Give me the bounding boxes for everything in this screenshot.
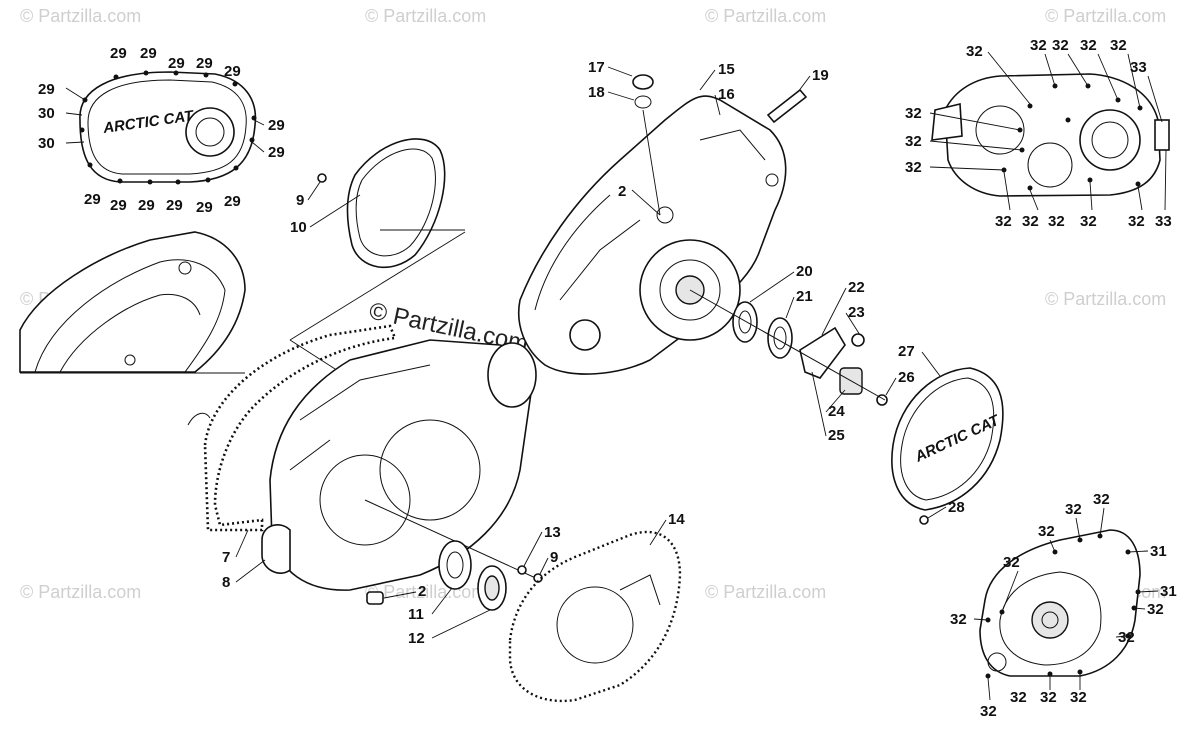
callout-31: 31 <box>1150 543 1167 560</box>
callout-25: 25 <box>828 427 845 444</box>
callout-23: 23 <box>848 304 865 321</box>
callout-32: 32 <box>1052 37 1069 54</box>
callout-29: 29 <box>196 55 213 72</box>
callout-2: 2 <box>618 183 626 200</box>
callout-29: 29 <box>110 197 127 214</box>
callout-29: 29 <box>196 199 213 216</box>
callout-20: 20 <box>796 263 813 280</box>
parts-15-19: 17 18 15 16 19 2 <box>588 59 829 216</box>
callout-29: 29 <box>84 191 101 208</box>
watermark: © Partzilla.com <box>1045 289 1166 309</box>
callout-32: 32 <box>1065 501 1082 518</box>
callout-19: 19 <box>812 67 829 84</box>
callout-32: 32 <box>1048 213 1065 230</box>
watermark: © Partzilla.com <box>20 582 141 602</box>
magneto-cover-27: ARCTIC CAT 27 28 <box>891 343 1004 525</box>
callout-29: 29 <box>140 45 157 62</box>
callout-32: 32 <box>966 43 983 60</box>
callout-32: 32 <box>1110 37 1127 54</box>
callout-32: 32 <box>1147 601 1164 618</box>
callout-22: 22 <box>848 279 865 296</box>
callout-32: 32 <box>1128 213 1145 230</box>
callout-32: 32 <box>1070 689 1087 706</box>
callout-29: 29 <box>224 193 241 210</box>
seals-11-12: 13 9 2 11 12 <box>383 524 561 647</box>
callout-18: 18 <box>588 84 605 101</box>
callout-17: 17 <box>588 59 605 76</box>
callout-31: 31 <box>1160 583 1177 600</box>
callout-7: 7 <box>222 549 230 566</box>
clutch-cover-gasket-10: 9 10 <box>289 138 466 386</box>
callout-11: 11 <box>408 606 424 623</box>
callout-29: 29 <box>38 81 55 98</box>
callout-32: 32 <box>1022 213 1039 230</box>
callout-30: 30 <box>38 105 55 122</box>
callout-29: 29 <box>224 63 241 80</box>
gasket-14: 14 <box>508 511 685 703</box>
inner-clutch-cover-partial <box>19 231 246 374</box>
clutch-housing-case <box>261 339 541 605</box>
callout-33: 33 <box>1155 213 1172 230</box>
callout-32: 32 <box>1118 629 1135 646</box>
callout-32: 32 <box>1080 213 1097 230</box>
callout-10: 10 <box>290 219 307 236</box>
callout-32: 32 <box>980 703 997 720</box>
callout-27: 27 <box>898 343 915 360</box>
callout-28: 28 <box>948 499 965 516</box>
callout-32: 32 <box>950 611 967 628</box>
outer-clutch-cover: ARCTIC CAT 29 29 29 29 29 29 30 30 29 29… <box>38 45 285 216</box>
callout-32: 32 <box>1093 491 1110 508</box>
callout-32: 32 <box>995 213 1012 230</box>
callout-29: 29 <box>166 197 183 214</box>
callout-15: 15 <box>718 61 735 78</box>
watermark: © Partzilla.com <box>365 6 486 26</box>
callout-32: 32 <box>1003 554 1020 571</box>
watermark: © Partzilla.com <box>1045 6 1166 26</box>
callout-32: 32 <box>1010 689 1027 706</box>
callout-29: 29 <box>268 144 285 161</box>
callout-32: 32 <box>1080 37 1097 54</box>
callout-32: 32 <box>905 105 922 122</box>
callout-9: 9 <box>550 549 558 566</box>
callout-13: 13 <box>544 524 561 541</box>
callout-32: 32 <box>1038 523 1055 540</box>
callout-29: 29 <box>268 117 285 134</box>
callout-30: 30 <box>38 135 55 152</box>
callout-32: 32 <box>905 159 922 176</box>
watermark: © Partzilla.com <box>705 582 826 602</box>
watermark: © Partzilla.com <box>705 6 826 26</box>
callout-2: 2 <box>418 583 426 600</box>
callout-16: 16 <box>718 86 735 103</box>
callout-32: 32 <box>905 133 922 150</box>
callout-9: 9 <box>296 192 304 209</box>
bearing-seal-chain: 20 21 22 23 24 25 26 <box>689 263 915 444</box>
callout-32: 32 <box>1030 37 1047 54</box>
callout-14: 14 <box>668 511 685 528</box>
callout-12: 12 <box>408 630 425 647</box>
callout-24: 24 <box>828 403 845 420</box>
crankcase-right-view: 32 32 32 32 32 33 32 32 32 32 32 32 32 3… <box>905 37 1172 230</box>
callout-29: 29 <box>110 45 127 62</box>
callout-8: 8 <box>222 574 230 591</box>
callout-29: 29 <box>168 55 185 72</box>
callout-29: 29 <box>138 197 155 214</box>
callout-33: 33 <box>1130 59 1147 76</box>
gasket-7: 7 8 <box>187 324 397 591</box>
watermark: © Partzilla.com <box>20 6 141 26</box>
callout-26: 26 <box>898 369 915 386</box>
magneto-cover-rear-view: 32 32 32 32 31 31 32 32 32 32 32 32 32 <box>950 491 1177 720</box>
callout-32: 32 <box>1040 689 1057 706</box>
callout-21: 21 <box>796 288 813 305</box>
